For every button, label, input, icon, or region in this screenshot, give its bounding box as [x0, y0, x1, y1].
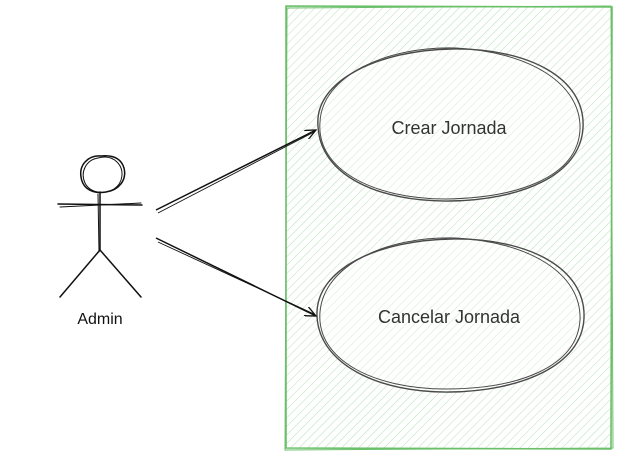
association-crear-jornada — [155, 130, 316, 214]
system-boundary — [284, 5, 614, 451]
actor-label: Admin — [77, 311, 122, 328]
actor-admin[interactable]: Admin — [57, 155, 143, 328]
use-case-crear-jornada[interactable]: Crear Jornada — [317, 47, 584, 202]
stick-figure-icon — [57, 155, 143, 298]
use-case-label: Cancelar Jornada — [378, 307, 521, 327]
association-cancelar-jornada — [155, 237, 316, 316]
use-case-cancelar-jornada[interactable]: Cancelar Jornada — [316, 237, 585, 393]
use-case-label: Crear Jornada — [391, 118, 507, 138]
